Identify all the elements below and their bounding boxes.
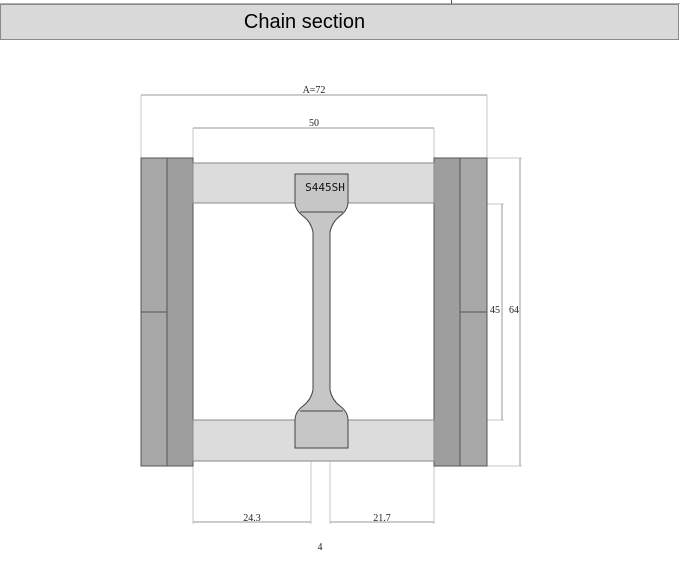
top-rule-tick — [451, 0, 452, 4]
section-title: Chain section — [243, 11, 366, 33]
left-outer-plate — [140, 157, 168, 467]
part-marking: S445SH — [305, 181, 345, 194]
section-header: Chain section — [0, 4, 679, 40]
left-inner-plate — [166, 157, 194, 467]
right-outer-plate — [459, 157, 488, 467]
dim-inner-width: 50 — [309, 118, 319, 129]
dimension-lines — [141, 94, 521, 523]
flight-bar — [294, 173, 349, 449]
dim-center-gap: 4 — [318, 542, 323, 553]
top-rule-line — [0, 3, 680, 4]
dim-left-offset: 24.3 — [243, 513, 261, 524]
top-rule — [0, 0, 680, 4]
dim-right-offset: 21.7 — [373, 513, 391, 524]
dim-total-width: A=72 — [303, 85, 326, 96]
extension-lines — [140, 95, 522, 524]
right-inner-plate — [433, 157, 461, 467]
dim-outer-height: 64 — [509, 305, 519, 316]
dim-inner-height: 45 — [490, 305, 500, 316]
